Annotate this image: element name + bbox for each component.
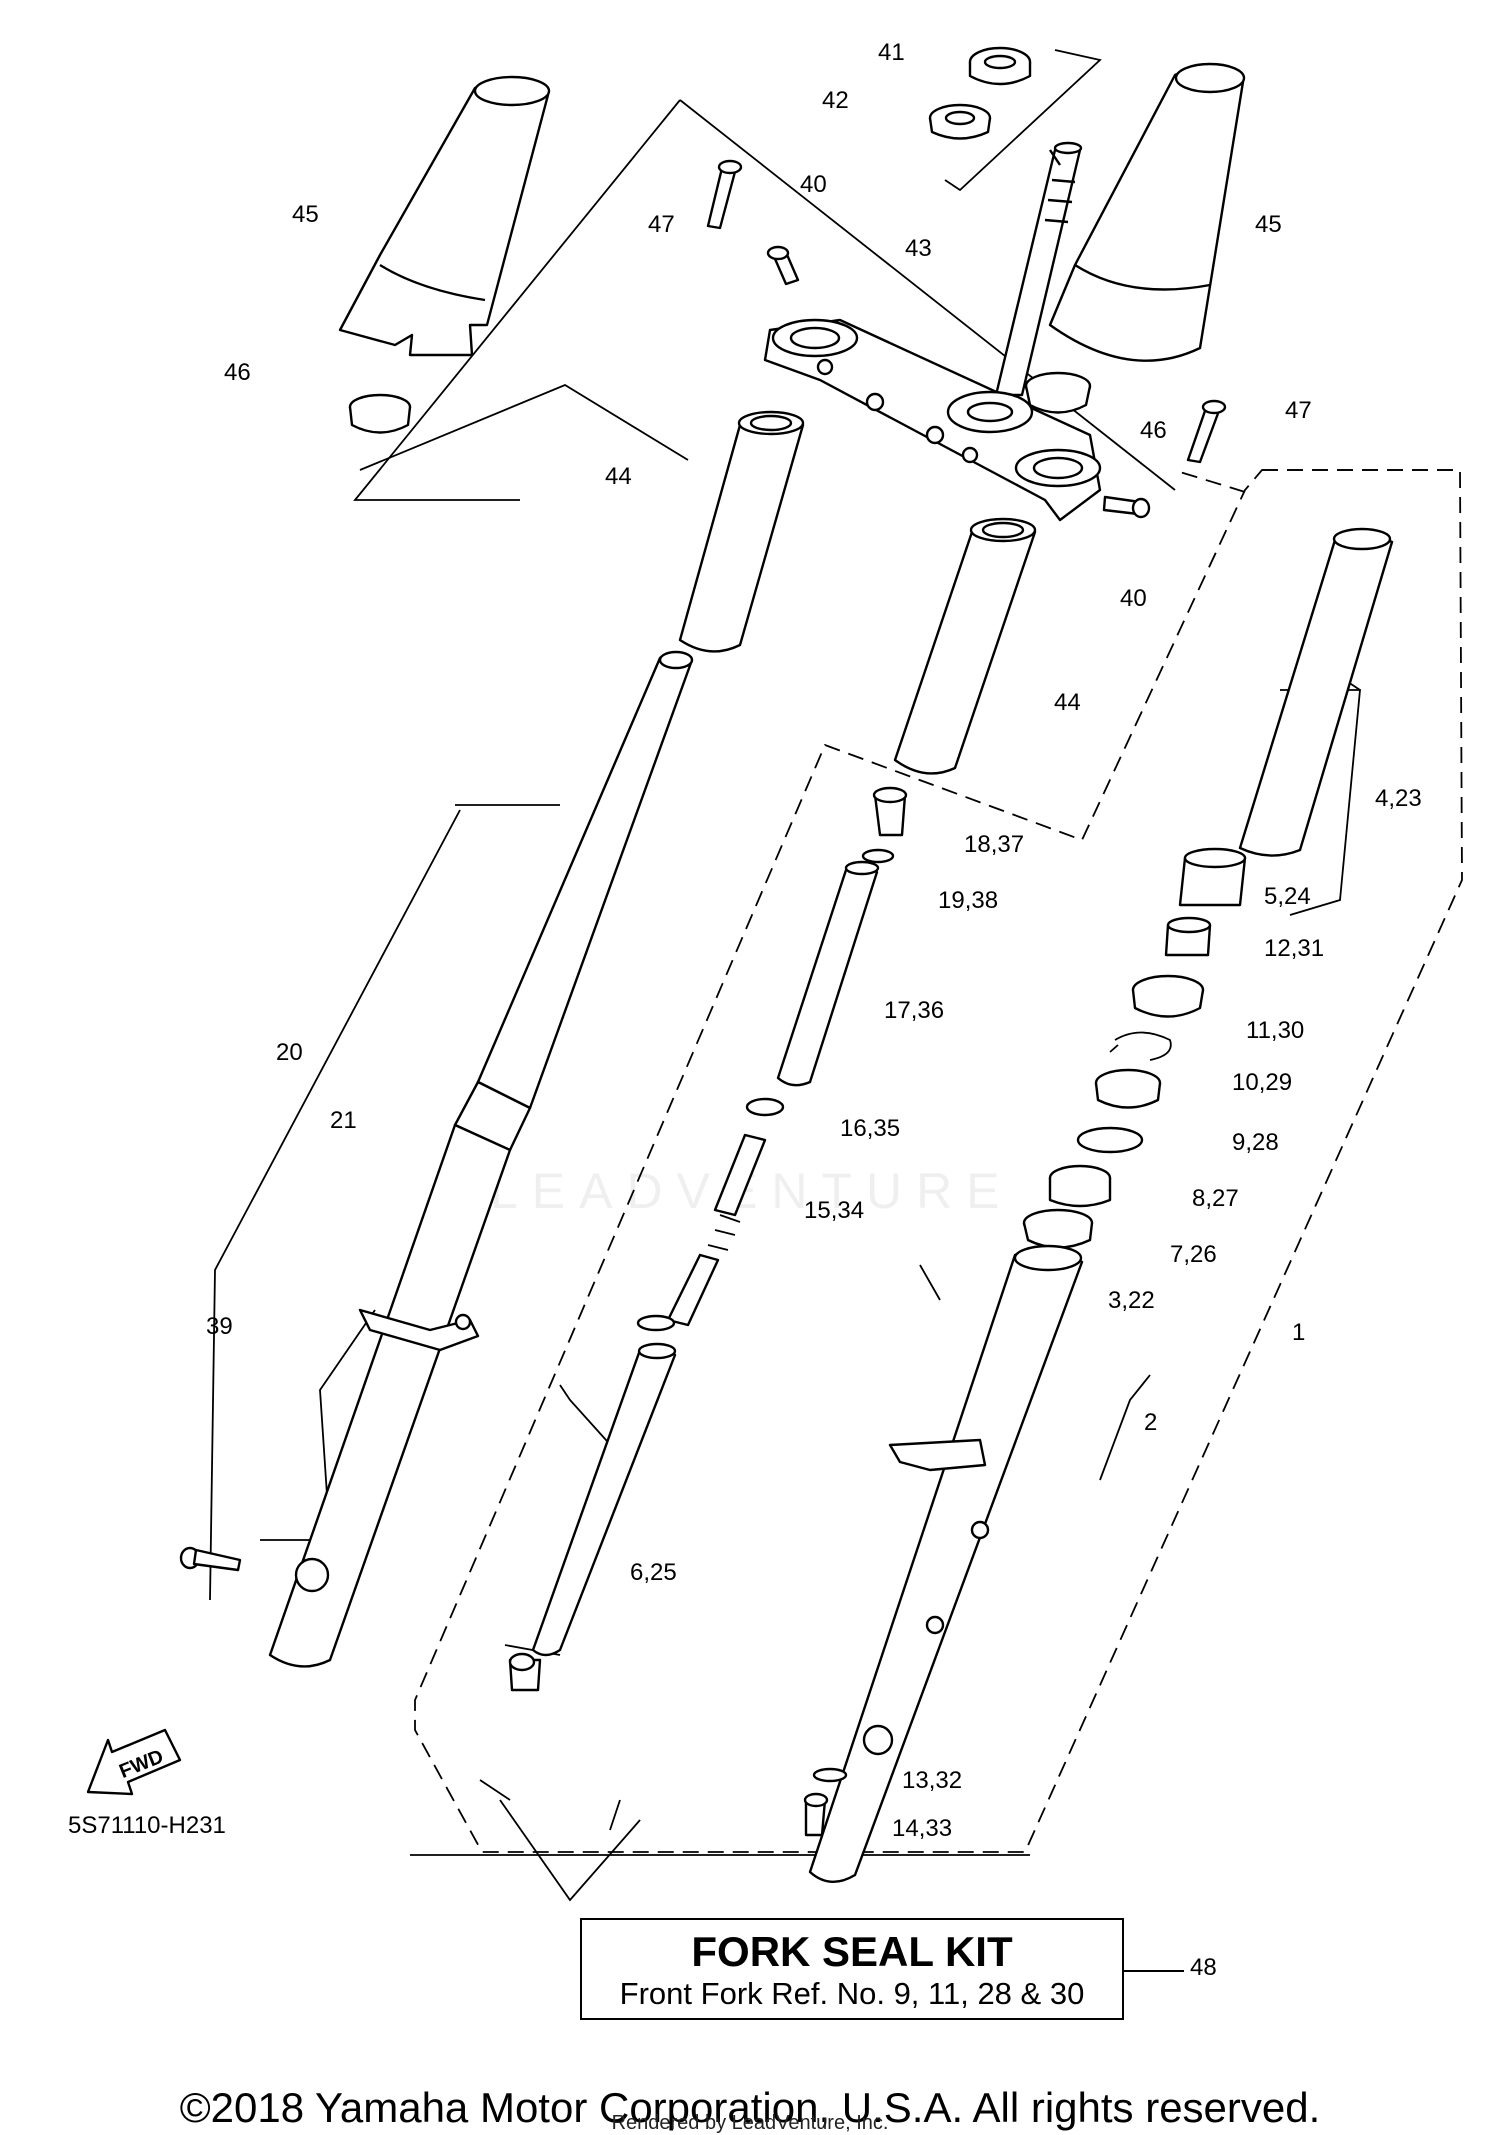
- callout-43: 43: [905, 235, 932, 262]
- callout-45-right: 45: [1255, 211, 1282, 238]
- callout-19-38: 19,38: [938, 887, 998, 914]
- callout-14-33: 14,33: [892, 1815, 952, 1842]
- kit-leader-line: [1124, 1970, 1184, 1972]
- kit-title: FORK SEAL KIT: [691, 1928, 1013, 1975]
- part-40-bolt-upper: [766, 245, 800, 286]
- part-47-bolt-upper: [706, 159, 743, 230]
- fork-seal-kit-box: FORK SEAL KIT Front Fork Ref. No. 9, 11,…: [580, 1918, 1124, 2020]
- part-46-ring-right: [1024, 371, 1092, 414]
- callout-20: 20: [276, 1039, 303, 1066]
- part-11-oil-seal: [1131, 974, 1205, 1018]
- callout-9-28: 9,28: [1232, 1129, 1279, 1156]
- diagram-code: 5S71110-H231: [68, 1812, 226, 1839]
- callout-47-lower: 47: [1285, 397, 1312, 424]
- fork-internals-boundary: [1179, 469, 1460, 493]
- callout-4-23: 4,23: [1375, 785, 1422, 812]
- part-4-inner-tube: [1238, 527, 1394, 857]
- part-45-cover-right: [1048, 62, 1246, 362]
- callout-44-left: 44: [605, 463, 632, 490]
- part-10-clip: [1109, 1031, 1172, 1061]
- copyright-notice: ©2018 Yamaha Motor Corporation, U.S.A. A…: [179, 2084, 1321, 2131]
- callout-1: 1: [1292, 1319, 1305, 1346]
- callout-41: 41: [878, 39, 905, 66]
- part-13-washer: [812, 1767, 848, 1783]
- callout-3-22: 3,22: [1108, 1287, 1155, 1314]
- part-3-dust-seal: [1022, 1208, 1094, 1249]
- callout-13-32: 13,32: [902, 1767, 962, 1794]
- part-46-ring-left: [348, 393, 412, 434]
- callout-44-right: 44: [1054, 689, 1081, 716]
- part-45-cover-left: [338, 75, 551, 357]
- callout-40-lower: 40: [1120, 585, 1147, 612]
- callout-46-right: 46: [1140, 417, 1167, 444]
- callout-48: 48: [1190, 1954, 1217, 1981]
- part-20-21-left-fork: [268, 650, 694, 1668]
- part-9-seal: [1094, 1068, 1162, 1109]
- callout-18-37: 18,37: [964, 831, 1024, 858]
- part-7-bushing: [1048, 1164, 1112, 1208]
- callout-42: 42: [822, 87, 849, 114]
- part-17-spacer: [776, 860, 880, 1087]
- fork-assembly-boundary: [414, 469, 1463, 1853]
- fwd-arrow-icon: FWD: [86, 1728, 182, 1796]
- callout-11-30: 11,30: [1246, 1017, 1304, 1044]
- part-15-spring: [666, 1133, 767, 1327]
- part-44-tube-right: [893, 517, 1037, 775]
- part-40-bolt-lower: [1102, 495, 1151, 519]
- part-8-washer: [1076, 1126, 1144, 1154]
- part-12-bushing: [1164, 916, 1212, 957]
- part-39-bolt: [179, 1546, 242, 1572]
- callout-45-left: 45: [292, 201, 319, 228]
- callout-21: 21: [330, 1107, 357, 1134]
- part-43-steering-stem: [994, 141, 1083, 397]
- part-2-outer-tube: [808, 1244, 1084, 1883]
- front-fork-exploded-diagram: FWD 41 42 40 47 45 45 43 46 46 47 40 44 …: [86, 39, 1463, 1902]
- part-16-washer: [745, 1097, 785, 1117]
- callout-47-upper: 47: [648, 211, 675, 238]
- part-14-bolt: [803, 1792, 829, 1837]
- part-47-bolt-lower: [1186, 399, 1227, 464]
- kit-note: Front Fork Ref. No. 9, 11, 28 & 30: [619, 1976, 1085, 2011]
- callout-6-25: 6,25: [630, 1559, 677, 1586]
- part-6-damper-rod: [508, 1314, 677, 1692]
- part-5-bushing: [1178, 847, 1247, 907]
- callout-7-26: 7,26: [1170, 1241, 1217, 1268]
- callout-46-left: 46: [224, 359, 251, 386]
- callout-10-29: 10,29: [1232, 1069, 1292, 1096]
- callout-39: 39: [206, 1313, 233, 1340]
- part-under-bracket: [763, 318, 1102, 522]
- callout-12-31: 12,31: [1264, 935, 1324, 962]
- part-18-bolt: [872, 786, 908, 837]
- part-44-tube-left: [678, 410, 805, 653]
- callout-17-36: 17,36: [884, 997, 944, 1024]
- part-41-nut: [968, 46, 1032, 86]
- callout-8-27: 8,27: [1192, 1185, 1239, 1212]
- rendered-by-credit: Rendered by LeadVenture, Inc.: [611, 2112, 889, 2134]
- callout-2: 2: [1144, 1409, 1157, 1436]
- callout-labels: 41 42 40 47 45 45 43 46 46 47 40 44 44 1…: [206, 39, 1422, 1842]
- part-19-oring: [861, 848, 895, 864]
- callout-16-35: 16,35: [840, 1115, 900, 1142]
- callout-15-34: 15,34: [804, 1197, 864, 1224]
- part-42-washer: [928, 103, 992, 140]
- callout-5-24: 5,24: [1264, 883, 1311, 910]
- callout-40-upper: 40: [800, 171, 827, 198]
